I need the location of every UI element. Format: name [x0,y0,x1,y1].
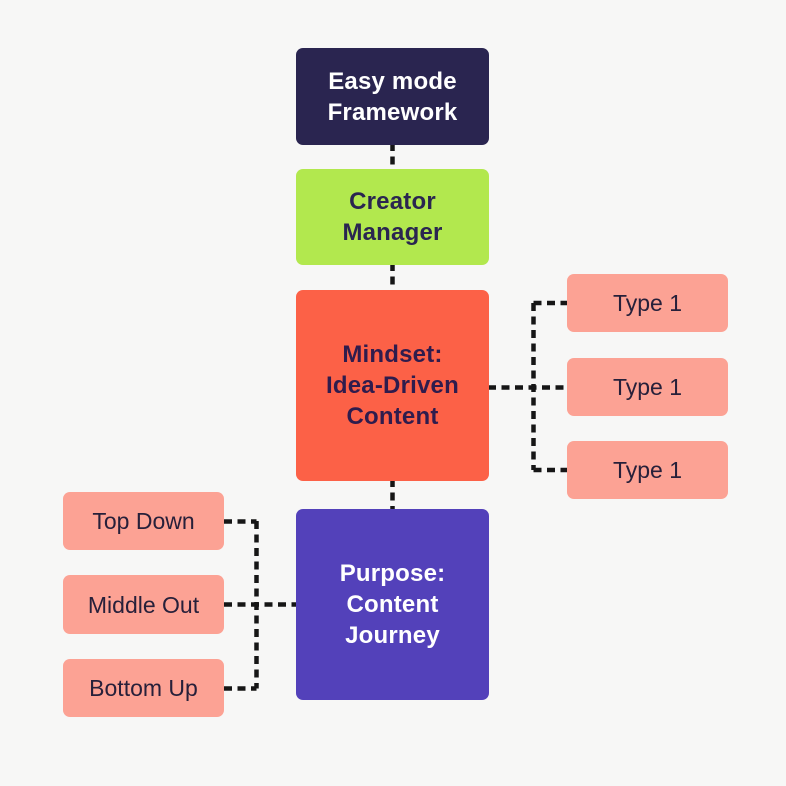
node-label: Type 1 [612,457,683,483]
node-type1-middle: Type 1 [567,358,728,416]
node-type1-bottom: Type 1 [567,441,728,499]
node-purpose-content-journey: Purpose: Content Journey [296,509,489,700]
node-label: Bottom Up [89,675,198,701]
node-label: Top Down [92,508,195,534]
node-label: Type 1 [612,290,683,316]
node-label: Middle Out [87,591,200,618]
node-middle-out: Middle Out [63,575,224,634]
node-bottom-up: Bottom Up [63,659,224,717]
node-creator-manager: Creator Manager [296,169,489,265]
node-label: Creator Manager [342,188,443,246]
connector-group [224,143,567,691]
node-easy-mode-framework: Easy mode Framework [296,48,489,145]
node-top-down: Top Down [63,492,224,550]
node-mindset-idea-driven-content: Mindset: Idea-Driven Content [296,290,489,481]
node-label: Purpose: Content Journey [339,560,446,649]
node-label: Mindset: Idea-Driven Content [326,341,459,430]
node-label: Type 1 [612,374,683,400]
node-label: Easy mode Framework [327,67,458,126]
node-type1-top: Type 1 [567,274,728,332]
